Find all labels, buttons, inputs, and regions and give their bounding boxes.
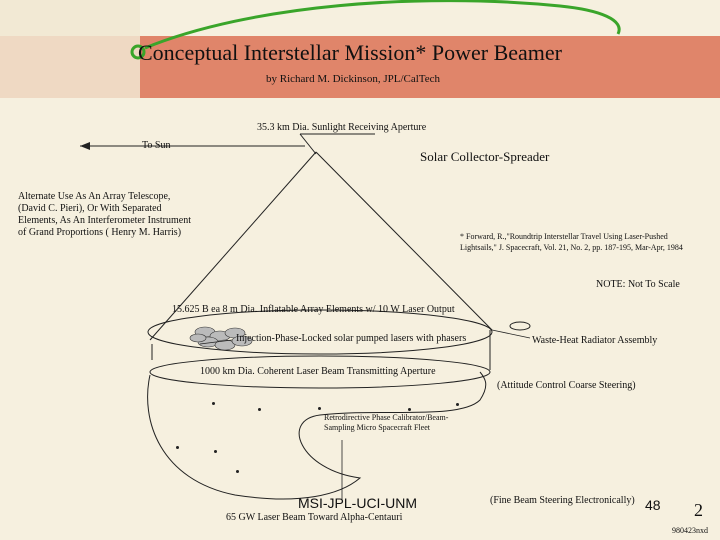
alt-use-line: Alternate Use As An Array Telescope,	[18, 191, 171, 202]
retro-label: Retrodirective Phase Calibrator/Beam-	[324, 413, 449, 422]
alt-use-line: of Grand Proportions ( Henry M. Harris)	[18, 227, 182, 238]
array-elements-disk	[147, 309, 493, 355]
fleet-spacecraft-dot	[318, 407, 321, 410]
laser-elements	[189, 326, 253, 351]
slide-ref-number: 48	[645, 497, 661, 513]
aperture-label: 35.3 km Dia. Sunlight Receiving Aperture	[257, 122, 427, 133]
slide-title: Conceptual Interstellar Mission* Power B…	[138, 40, 563, 65]
footnote-line: Lightsails," J. Spacecraft, Vol. 21, No.…	[460, 243, 683, 252]
fleet-spacecraft-dot	[212, 402, 215, 405]
radiator-icon	[509, 321, 531, 331]
retro-label: Sampling Micro Spacecraft Fleet	[324, 423, 430, 432]
radiator-label: Waste-Heat Radiator Assembly	[532, 335, 658, 346]
lasers-label: Injection-Phase-Locked solar pumped lase…	[236, 333, 467, 344]
transmit-aperture-label: 1000 km Dia. Coherent Laser Beam Transmi…	[200, 366, 436, 377]
fine-steering-label: (Fine Beam Steering Electronically)	[490, 495, 635, 506]
org-label: MSI-JPL-UCI-UNM	[298, 495, 417, 511]
footnote-line: * Forward, R.,"Roundtrip Interstellar Tr…	[460, 232, 668, 241]
beam-label: 65 GW Laser Beam Toward Alpha-Centauri	[226, 512, 403, 523]
alt-use-line: Elements, As An Interferometer Instrumen…	[18, 215, 192, 226]
not-to-scale-note: NOTE: Not To Scale	[596, 279, 680, 290]
fleet-spacecraft-dot	[258, 408, 261, 411]
page-number: 2	[694, 500, 703, 520]
fleet-spacecraft-dot	[236, 470, 239, 473]
fleet-boundary	[147, 371, 487, 500]
transmitting-aperture	[149, 355, 491, 389]
cone-left-edge	[149, 151, 317, 341]
slide-byline: by Richard M. Dickinson, JPL/CalTech	[266, 73, 440, 85]
fleet-spacecraft-dot	[456, 403, 459, 406]
doc-code: 980423nxd	[672, 526, 708, 535]
decorative-green-curve	[144, 0, 621, 50]
to-sun-label: To Sun	[142, 140, 171, 151]
array-elements-label: 15.625 B ea 8 m Dia. Inflatable Array El…	[172, 304, 455, 315]
fleet-spacecraft-dot	[214, 450, 217, 453]
cone-right-edge	[315, 151, 493, 331]
collector-label: Solar Collector-Spreader	[420, 149, 550, 164]
decorative-green-node	[130, 44, 146, 60]
alt-use-line: (David C. Pieri), Or With Separated	[18, 203, 162, 214]
fleet-spacecraft-dot	[408, 408, 411, 411]
fleet-spacecraft-dot	[176, 446, 179, 449]
decorative-pattern	[0, 0, 140, 98]
attitude-label: (Attitude Control Coarse Steering)	[497, 380, 636, 391]
